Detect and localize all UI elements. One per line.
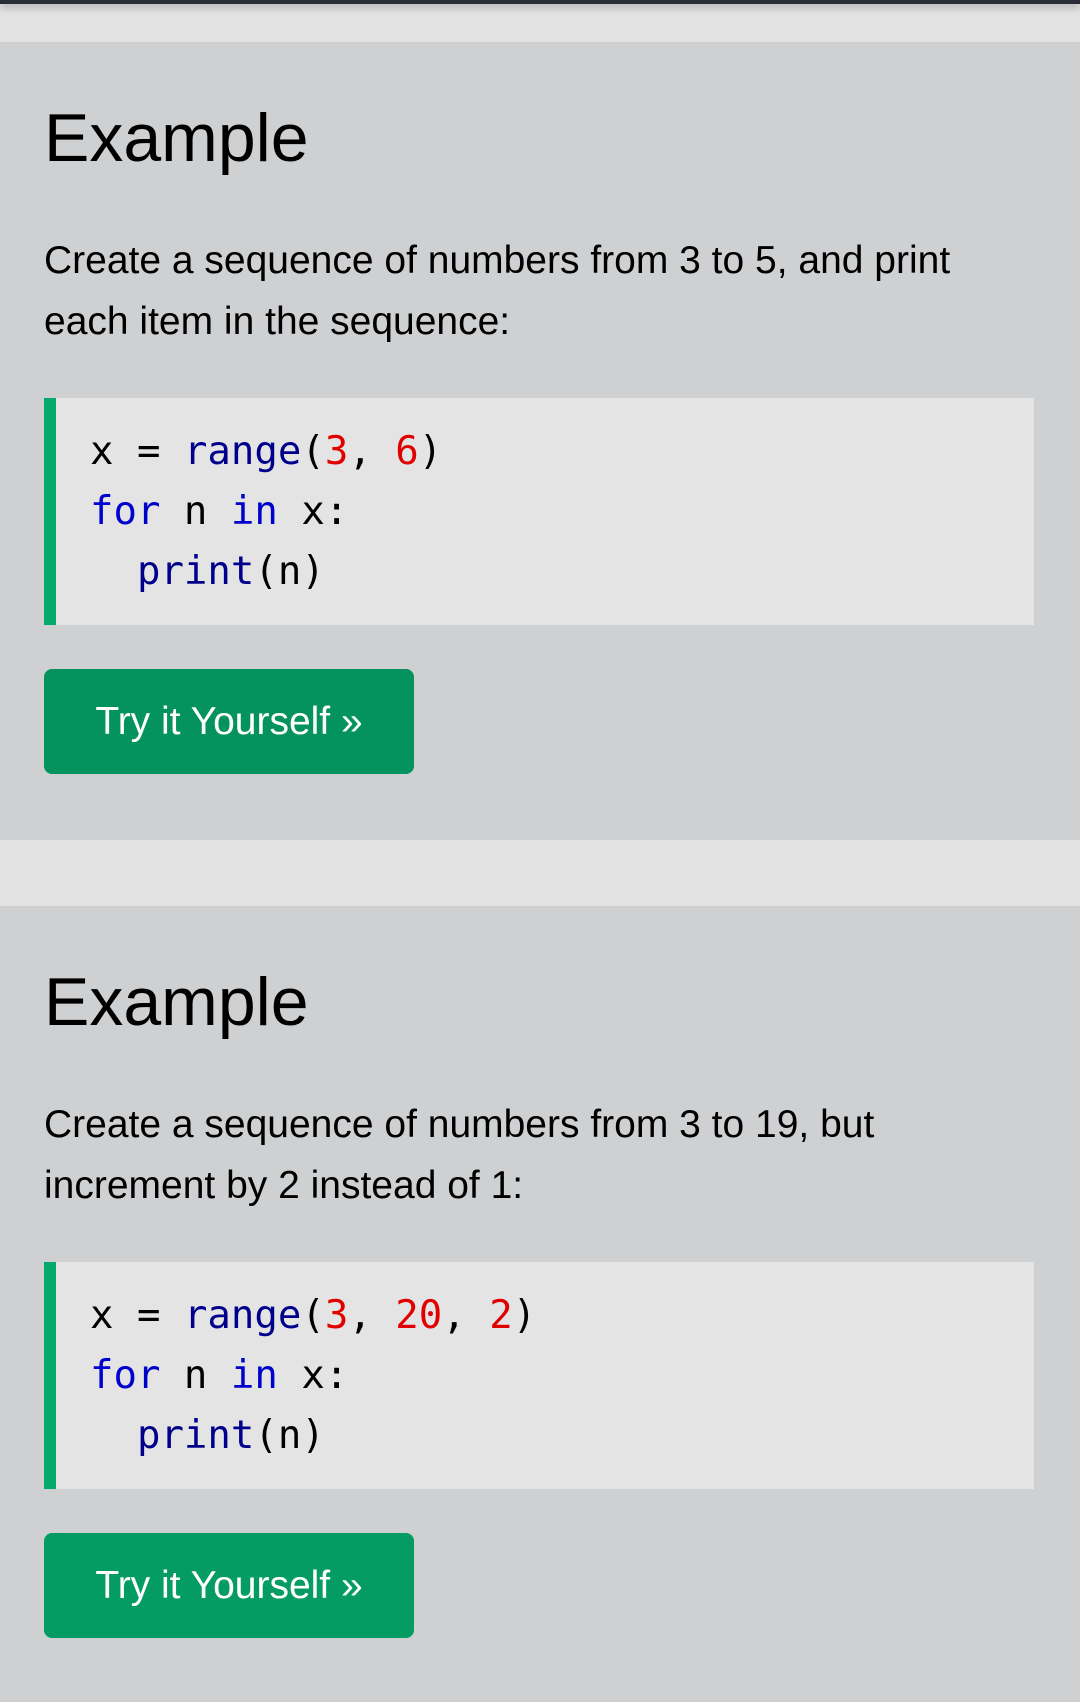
- code-token: ,: [442, 1293, 490, 1338]
- example-section: Example Create a sequence of numbers fro…: [0, 906, 1080, 1702]
- code-token: in: [230, 489, 278, 534]
- code-line: print(n): [90, 542, 1034, 602]
- code-token: ): [512, 1293, 537, 1338]
- code-token: x:: [277, 489, 349, 534]
- code-token: for: [90, 1353, 161, 1398]
- code-token: x: [90, 1293, 114, 1338]
- code-token: 3: [324, 1293, 349, 1338]
- code-token: =: [113, 1293, 184, 1338]
- code-token: [90, 1413, 137, 1458]
- code-token: range: [183, 1293, 302, 1338]
- example-heading: Example: [44, 964, 309, 1040]
- code-token: ): [418, 429, 443, 474]
- code-token: (n): [254, 549, 325, 594]
- code-token: range: [183, 429, 302, 474]
- code-line: for n in x:: [90, 482, 1034, 542]
- code-line: for n in x:: [90, 1346, 1034, 1406]
- code-token: =: [113, 429, 184, 474]
- code-token: ,: [348, 429, 396, 474]
- try-it-yourself-button[interactable]: Try it Yourself »: [44, 669, 414, 774]
- code-token: ,: [348, 1293, 396, 1338]
- code-token: print: [136, 549, 255, 594]
- code-token: x: [90, 429, 114, 474]
- code-token: x:: [277, 1353, 349, 1398]
- code-token: for: [90, 489, 161, 534]
- code-token: [90, 549, 137, 594]
- example-description: Create a sequence of numbers from 3 to 5…: [44, 239, 951, 343]
- code-line: x = range(3, 6): [90, 422, 1034, 482]
- code-token: 3: [324, 429, 349, 474]
- code-token: in: [230, 1353, 278, 1398]
- example-section: Example Create a sequence of numbers fro…: [0, 42, 1080, 840]
- top-bar-shadow: [0, 0, 1080, 4]
- code-token: n: [160, 1353, 231, 1398]
- code-token: 6: [395, 429, 419, 474]
- code-token: (: [301, 1293, 325, 1338]
- code-token: n: [160, 489, 231, 534]
- code-token: (: [301, 429, 325, 474]
- code-line: print(n): [90, 1406, 1034, 1466]
- code-token: 2: [489, 1293, 513, 1338]
- code-token: (n): [254, 1413, 325, 1458]
- try-it-yourself-button[interactable]: Try it Yourself »: [44, 1533, 414, 1638]
- code-line: x = range(3, 20, 2): [90, 1286, 1034, 1346]
- code-token: print: [136, 1413, 255, 1458]
- code-block: x = range(3, 20, 2) for n in x: print(n): [44, 1262, 1034, 1489]
- code-block: x = range(3, 6) for n in x: print(n): [44, 398, 1034, 625]
- code-token: 20: [395, 1293, 443, 1338]
- example-heading: Example: [44, 100, 309, 176]
- example-description: Create a sequence of numbers from 3 to 1…: [44, 1103, 875, 1207]
